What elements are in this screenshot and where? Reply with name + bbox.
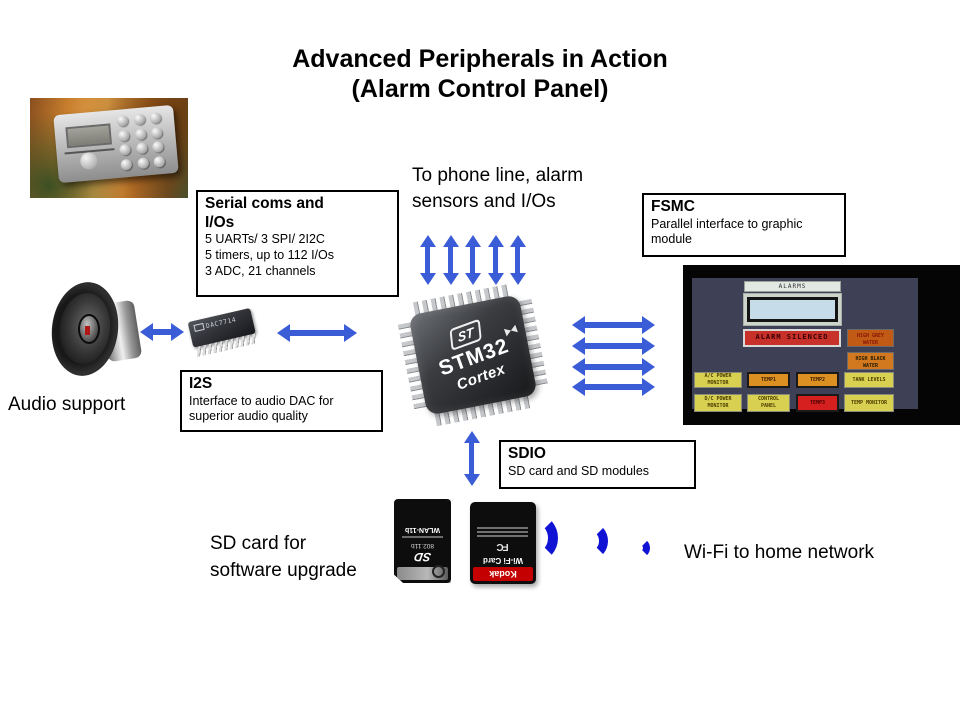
horizontal-arrow: [140, 323, 184, 341]
sd-logo: SD: [412, 550, 432, 564]
lcd-button: TEMP1: [747, 372, 790, 388]
keypad-big-button: [79, 151, 99, 171]
speaker-terminal: [85, 326, 90, 335]
keypad-key: [117, 129, 130, 142]
callout-i2s-desc: Interface to audio DAC for superior audi…: [189, 393, 334, 424]
callout-serial-line2: 5 timers, up to 112 I/Os: [205, 248, 334, 263]
dac-logo-icon: [193, 322, 205, 332]
chip-body: ST STM32 Cortex: [408, 294, 538, 416]
keypad-key: [136, 156, 149, 169]
callout-serial-line3: 3 ADC, 21 channels: [205, 263, 316, 278]
callout-sdio-desc: SD card and SD modules: [508, 463, 650, 478]
lcd-alarms-header: ALARMS: [744, 281, 841, 292]
sd-model-label: WLAN-11b: [405, 525, 440, 533]
kodak-brand-label: Kodak: [473, 567, 533, 581]
keypad-key: [134, 127, 147, 140]
lcd-button: TEMP2: [796, 372, 839, 388]
lcd-indicator-black-water: HIGH BLACK WATER: [847, 352, 894, 370]
keypad-key: [133, 113, 146, 126]
callout-serial-line1: 5 UARTs/ 3 SPI/ 2I2C: [205, 232, 325, 247]
speaker-image: [46, 278, 143, 380]
callout-serial: Serial coms and I/Os 5 UARTs/ 3 SPI/ 2I2…: [196, 190, 399, 297]
callout-serial-title-line1: Serial coms and: [205, 195, 324, 212]
wifi-network-label: Wi-Fi to home network: [684, 542, 875, 563]
vertical-arrow: [487, 235, 504, 285]
lcd-indicator-grey-water: HIGH GREY WATER: [847, 329, 894, 347]
horizontal-arrow: [572, 316, 655, 334]
horizontal-arrow: [572, 337, 655, 355]
keypad-key: [151, 126, 163, 139]
keypad-keys: [116, 111, 170, 172]
keypad-device: [53, 104, 179, 184]
graphic-lcd-module: ALARMS ALARM SILENCED HIGH GREY WATER HI…: [683, 265, 960, 425]
page-title-line1: Advanced Peripherals in Action: [292, 45, 668, 73]
callout-fsmc: FSMC Parallel interface to graphic modul…: [642, 193, 846, 257]
callout-sdio: SDIO SD card and SD modules: [499, 440, 696, 489]
keypad-key: [116, 114, 129, 127]
callout-serial-title-line2: I/Os: [205, 213, 235, 231]
keypad-display: [65, 123, 113, 149]
page-title: Advanced Peripherals in Action (Alarm Co…: [200, 44, 760, 104]
vertical-arrow: [442, 235, 459, 285]
lcd-button: D/C POWER MONITOR: [694, 394, 742, 412]
butterfly-icon: [504, 324, 519, 338]
sd-standard-label: 802.11b: [411, 541, 435, 549]
horizontal-arrow: [572, 358, 655, 376]
sd-card-band: [397, 567, 448, 580]
vertical-arrow: [463, 431, 480, 486]
wifi-wave-icon: [518, 515, 558, 561]
phone-line-label: To phone line, alarm sensors and I/Os: [412, 165, 584, 212]
lcd-button: A/C POWER MONITOR: [694, 372, 742, 388]
lcd-button: TANK LEVELS: [844, 372, 894, 388]
callout-i2s: I2S Interface to audio DAC for superior …: [180, 370, 383, 432]
keypad-key: [153, 155, 166, 168]
wifi-card-label: Wi-Fi Card: [483, 556, 523, 565]
lcd-button: CONTROL PANEL: [747, 394, 790, 412]
st-logo-text: ST: [457, 324, 475, 346]
lcd-text-display: [743, 293, 842, 326]
lcd-button: TEMP MONITOR: [844, 394, 894, 412]
horizontal-arrow: [277, 324, 357, 342]
callout-i2s-title: I2S: [189, 375, 213, 392]
stm32-chip: ST STM32 Cortex: [397, 283, 549, 427]
alarm-keypad-image: [30, 98, 188, 198]
wifi-wave-icon: [630, 538, 650, 558]
lcd-text-display-screen: [747, 297, 838, 322]
keypad-key: [135, 142, 148, 155]
vertical-arrow: [509, 235, 526, 285]
horizontal-arrow: [572, 378, 655, 396]
sd-upgrade-label: SD card for software upgrade: [210, 533, 357, 581]
audio-support-label: Audio support: [8, 394, 126, 415]
dac-label: DAC7714: [205, 315, 238, 331]
page-title-line2: (Alarm Control Panel): [351, 75, 609, 103]
keypad-key: [119, 143, 131, 156]
callout-fsmc-desc: Parallel interface to graphic module: [651, 216, 803, 247]
wlan-sd-card-image: SD 802.11b WLAN-11b: [394, 499, 451, 583]
lcd-button: TEMP3: [796, 394, 839, 412]
dac-chip-image: DAC7714: [187, 306, 264, 360]
lcd-alarm-status: ALARM SILENCED: [743, 329, 841, 347]
keypad-key: [152, 140, 165, 153]
fcc-mark: FC: [497, 541, 509, 553]
vertical-arrow: [419, 235, 436, 285]
callout-fsmc-title: FSMC: [651, 198, 695, 215]
vertical-arrow: [464, 235, 481, 285]
wifi-wave-icon: [576, 523, 608, 559]
callout-sdio-title: SDIO: [508, 445, 546, 462]
sd-card-print-line: [402, 535, 443, 538]
keypad-key: [120, 158, 133, 171]
keypad-key: [149, 111, 162, 124]
